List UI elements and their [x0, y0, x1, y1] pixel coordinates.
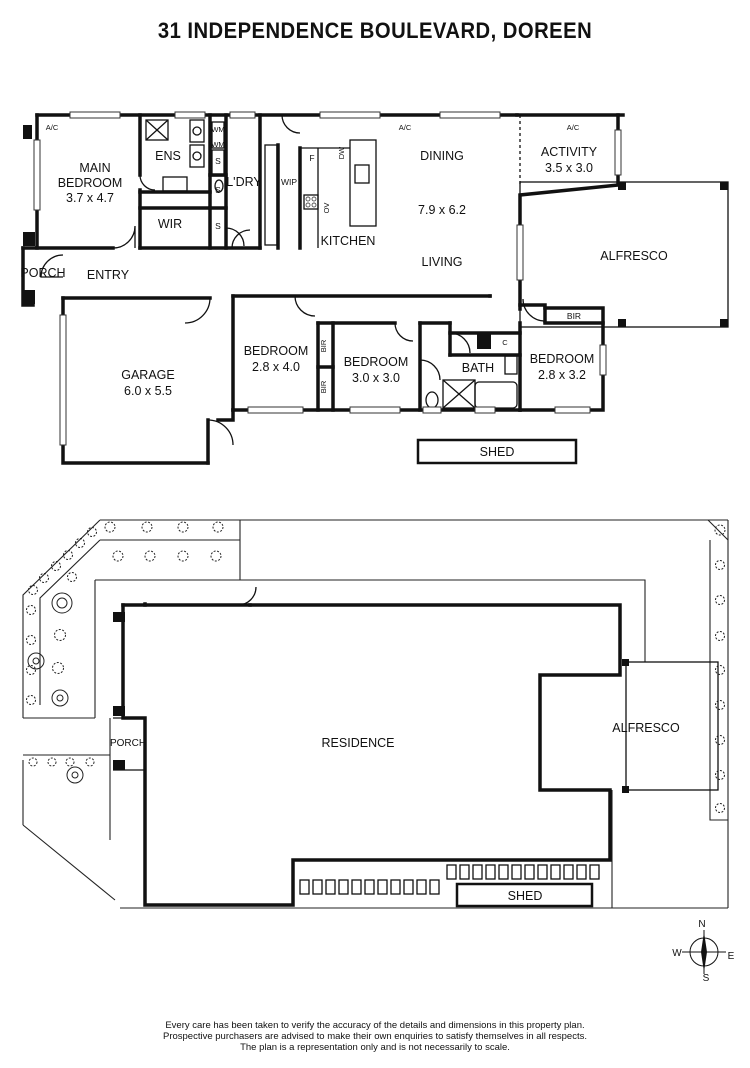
label-ov: OV	[322, 203, 331, 214]
label-bir-1: BIR	[319, 339, 328, 352]
compass-n: N	[698, 919, 705, 930]
label-main-bedroom-2: BEDROOM	[58, 176, 123, 190]
label-laundry: L'DRY	[226, 175, 262, 189]
label-entry: ENTRY	[87, 268, 130, 282]
label-s-2: S	[215, 185, 221, 195]
label-ac-3: A/C	[567, 123, 580, 132]
page-title: 31 INDEPENDENCE BOULEVARD, DOREEN	[157, 18, 593, 43]
label-wm-2: WM	[211, 140, 224, 149]
disclaimer-line-2: Prospective purchasers are advised to ma…	[162, 1031, 587, 1042]
label-dining: DINING	[420, 149, 464, 163]
site-plan-plants	[26, 521, 726, 813]
label-f: F	[309, 153, 314, 163]
label-wir: WIR	[158, 217, 182, 231]
disclaimer: Every care has been taken to verify the …	[0, 1020, 750, 1053]
label-main-bedroom-size: 3.7 x 4.7	[66, 191, 114, 205]
label-s-1: S	[215, 156, 221, 166]
label-ac-1: A/C	[46, 123, 59, 132]
label-bedroom-2-size: 2.8 x 4.0	[252, 360, 300, 374]
label-dw: DW	[337, 146, 346, 159]
label-c: C	[502, 338, 508, 347]
compass-w: W	[672, 948, 682, 959]
label-bedroom-3-size: 3.0 x 3.0	[352, 371, 400, 385]
label-main-bedroom: MAIN	[79, 161, 110, 175]
disclaimer-line-3: The plan is a representation only and is…	[240, 1042, 510, 1053]
site-plan-labels: RESIDENCE ALFRESCO PORCH SHED	[110, 721, 680, 903]
label-shed: SHED	[480, 445, 515, 459]
floor-plan-labels: MAIN BEDROOM 3.7 x 4.7 ENS WIR L'DRY WIP…	[20, 123, 668, 459]
label-ens: ENS	[155, 149, 181, 163]
label-garage-size: 6.0 x 5.5	[124, 384, 172, 398]
label-dining-size: 7.9 x 6.2	[418, 203, 466, 217]
label-bir-3: BIR	[567, 311, 581, 321]
label-ac-2: A/C	[399, 123, 412, 132]
label-bedroom-2: BEDROOM	[244, 344, 309, 358]
label-living: LIVING	[422, 255, 463, 269]
label-s-3: S	[215, 221, 221, 231]
label-bedroom-3: BEDROOM	[344, 355, 409, 369]
compass-e: E	[728, 951, 735, 962]
label-activity-size: 3.5 x 3.0	[545, 161, 593, 175]
label-residence: RESIDENCE	[322, 736, 395, 750]
label-bedroom-4-size: 2.8 x 3.2	[538, 368, 586, 382]
label-alfresco: ALFRESCO	[600, 249, 668, 263]
label-wip: WIP	[281, 177, 297, 187]
label-site-porch: PORCH	[110, 738, 146, 749]
label-site-shed: SHED	[508, 889, 543, 903]
compass-rose: N E S W	[672, 919, 734, 984]
label-site-alfresco: ALFRESCO	[612, 721, 680, 735]
label-bath: BATH	[462, 361, 494, 375]
label-porch: PORCH	[20, 266, 65, 280]
site-plan	[22, 519, 729, 909]
label-bedroom-4: BEDROOM	[530, 352, 595, 366]
label-activity: ACTIVITY	[541, 145, 598, 159]
floor-plan	[21, 111, 729, 465]
label-bir-2: BIR	[319, 380, 328, 393]
label-wm-1: WM	[211, 125, 224, 134]
disclaimer-line-1: Every care has been taken to verify the …	[165, 1020, 585, 1031]
compass-s: S	[703, 973, 710, 984]
label-garage: GARAGE	[121, 368, 175, 382]
label-kitchen: KITCHEN	[321, 234, 376, 248]
